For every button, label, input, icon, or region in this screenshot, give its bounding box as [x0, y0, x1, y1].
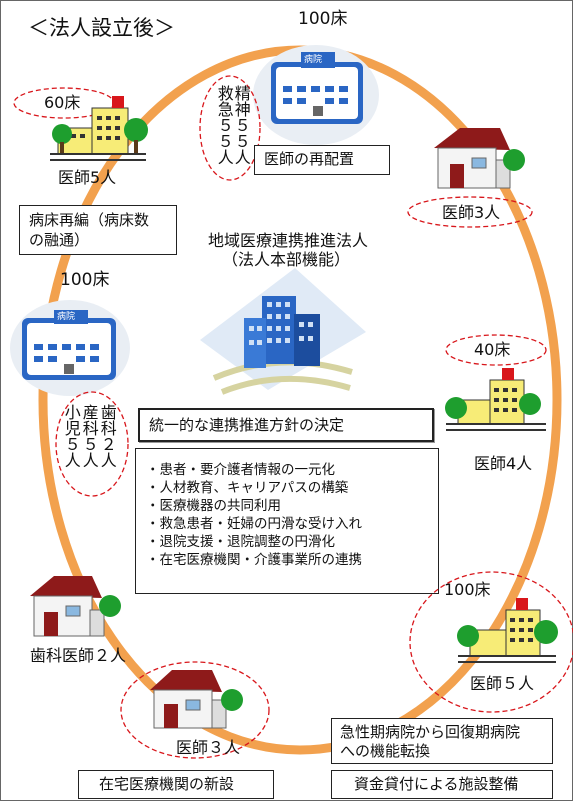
left-hospital-sign: 病院 — [57, 312, 76, 322]
top-hospital-beds: 100床 — [298, 9, 348, 29]
policy-box: 統一的な連携推進方針の決定 — [138, 408, 434, 442]
mid-right-beds: 40床 — [474, 340, 511, 359]
policy-item: ・救急患者・妊婦の円滑な受け入れ — [146, 516, 362, 532]
reassign-doctors-box: 医師の再配置 — [254, 145, 390, 175]
function-shift-line1: 急性期病院から回復期病院 — [340, 723, 521, 741]
left-hospital-staff-pediatrics: 小児５人 — [61, 404, 81, 468]
upper-left-beds: 60床 — [44, 93, 81, 112]
top-hospital-staff-psych: 精神５５人 — [231, 85, 251, 165]
center-title-line2: （法人本部機能） — [222, 250, 351, 269]
policy-item: ・退院支援・退院調整の円滑化 — [146, 534, 335, 550]
policy-items-box: ・患者・要介護者情報の一元化 ・人材教育、キャリアパスの構築 ・医療機器の共同利… — [135, 448, 439, 594]
policy-label: 統一的な連携推進方針の決定 — [149, 416, 345, 434]
policy-item: ・人材教育、キャリアパスの構築 — [146, 480, 349, 496]
function-shift-line2: への機能転換 — [340, 742, 431, 760]
new-home-care-label: 在宅医療機関の新設 — [99, 775, 235, 793]
left-hospital-staff-dental: 歯科２人 — [97, 404, 117, 468]
top-hospital-staff-er: 救急５５人 — [214, 85, 234, 165]
left-hospital-beds: 100床 — [60, 270, 110, 290]
upper-left-doctors: 医師5人 — [58, 168, 117, 187]
new-home-care-box: 在宅医療機関の新設 — [78, 770, 274, 799]
bed-reorganization-box: 病床再編（病床数 の融通） — [19, 205, 177, 255]
reassign-doctors-label: 医師の再配置 — [264, 150, 355, 168]
mid-right-doctors: 医師4人 — [474, 454, 533, 473]
lower-left-doctors: 歯科医師２人 — [30, 646, 127, 665]
bed-reorganization-line1: 病床再編（病床数 — [29, 211, 150, 229]
function-shift-box: 急性期病院から回復期病院 への機能転換 — [331, 718, 553, 764]
lower-right-doctors: 医師５人 — [470, 674, 535, 693]
page-title: ＜法人設立後＞ — [28, 16, 175, 40]
bed-reorganization-line2: の融通） — [29, 231, 90, 249]
bottom-clinic-doctors: 医師３人 — [176, 738, 241, 757]
lower-right-beds: 100床 — [444, 580, 491, 599]
policy-item: ・医療機器の共同利用 — [146, 498, 281, 514]
left-hospital-staff-obstetrics: 産科５人 — [79, 404, 99, 468]
policy-item: ・患者・要介護者情報の一元化 — [146, 462, 335, 478]
upper-right-doctors: 医師3人 — [442, 203, 501, 222]
center-title-line1: 地域医療連携推進法人 — [208, 231, 369, 250]
funding-loan-box: 資金貸付による施設整備 — [331, 770, 553, 799]
policy-item: ・在宅医療機関・介護事業所の連携 — [146, 552, 362, 568]
top-hospital-sign: 病院 — [304, 55, 323, 65]
funding-loan-label: 資金貸付による施設整備 — [354, 775, 519, 793]
